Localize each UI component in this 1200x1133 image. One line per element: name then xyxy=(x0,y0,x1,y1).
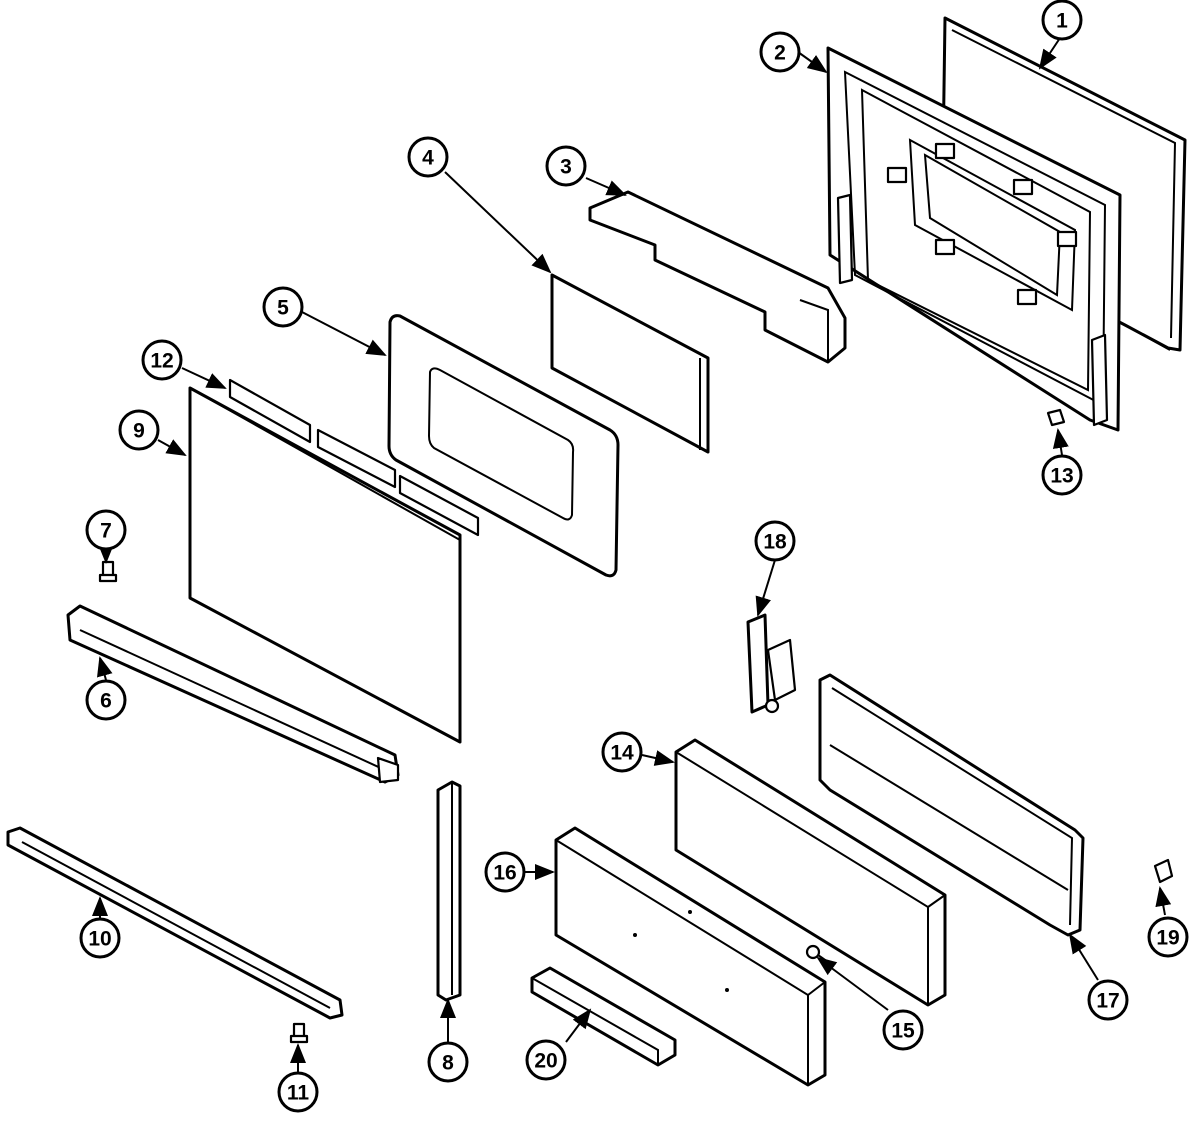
callout-6: 6 xyxy=(85,679,127,721)
callout-19: 19 xyxy=(1147,916,1189,958)
part-12-spacer-strips xyxy=(228,378,480,537)
leader-lines xyxy=(92,37,1172,1072)
part-2-inner-door-frame xyxy=(826,46,1122,432)
part-20-drawer-rail xyxy=(530,966,677,1067)
callout-label: 3 xyxy=(560,156,572,179)
callout-label: 8 xyxy=(442,1052,454,1075)
callout-10: 10 xyxy=(79,917,121,959)
callout-label: 16 xyxy=(493,862,516,885)
callout-label: 2 xyxy=(774,42,786,65)
part-16-drawer-front xyxy=(554,826,827,1087)
callout-label: 9 xyxy=(133,420,145,443)
callout-5: 5 xyxy=(262,286,304,328)
callout-label: 1 xyxy=(1056,10,1068,33)
part-10-bottom-trim xyxy=(6,826,344,1020)
part-18-hinge-bracket xyxy=(746,613,797,714)
callout-8: 8 xyxy=(427,1041,469,1083)
callout-label: 5 xyxy=(277,297,289,320)
callout-15: 15 xyxy=(882,1009,924,1051)
callout-4: 4 xyxy=(407,136,449,178)
part-7-screw xyxy=(98,560,118,583)
callout-17: 17 xyxy=(1087,979,1129,1021)
callout-label: 19 xyxy=(1156,927,1179,950)
callout-1: 1 xyxy=(1041,0,1083,41)
part-13-clip xyxy=(1046,408,1066,427)
part-11-screw xyxy=(289,1022,309,1044)
callout-label: 14 xyxy=(610,742,634,765)
callout-16: 16 xyxy=(484,851,526,893)
callout-3: 3 xyxy=(545,145,587,187)
callout-14: 14 xyxy=(601,731,643,773)
callout-label: 7 xyxy=(100,520,112,543)
callout-12: 12 xyxy=(141,339,183,381)
callout-13: 13 xyxy=(1041,454,1083,496)
part-9-door-glass xyxy=(188,386,462,744)
callout-label: 13 xyxy=(1050,465,1073,488)
part-3-door-baffle xyxy=(588,190,847,364)
callout-label: 4 xyxy=(422,147,434,170)
callout-18: 18 xyxy=(754,520,796,562)
part-5-window-frame xyxy=(387,314,620,578)
part-6-handle-trim xyxy=(66,604,400,784)
callout-2: 2 xyxy=(759,31,801,73)
callout-9: 9 xyxy=(118,409,160,451)
callout-label: 18 xyxy=(763,531,787,554)
callout-label: 15 xyxy=(891,1020,915,1043)
callout-label: 10 xyxy=(88,928,111,951)
part-4-insulation-pad xyxy=(550,273,710,454)
part-15-screw xyxy=(805,944,829,963)
callout-label: 12 xyxy=(150,350,173,373)
callout-label: 17 xyxy=(1096,990,1119,1013)
callout-label: 20 xyxy=(534,1050,557,1073)
callout-label: 11 xyxy=(287,1082,310,1105)
callout-11: 11 xyxy=(277,1071,319,1113)
callout-7: 7 xyxy=(85,509,127,551)
part-8-side-trim xyxy=(436,780,462,1002)
callout-20: 20 xyxy=(525,1039,567,1081)
callout-label: 6 xyxy=(100,690,112,713)
part-17-drawer-body xyxy=(818,673,1085,937)
part-19-clip xyxy=(1153,858,1174,884)
part-14-drawer-panel xyxy=(674,738,947,1007)
